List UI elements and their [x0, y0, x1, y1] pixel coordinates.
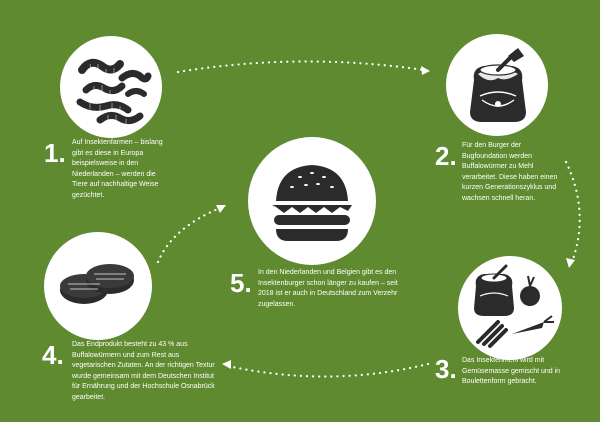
step-1-circle	[60, 36, 162, 138]
step-5-text: In den Niederlanden und Belgien gibt es …	[258, 269, 398, 308]
step-1-number: 1.	[44, 138, 66, 168]
step-3-circle	[458, 256, 562, 360]
step-5-circle	[248, 137, 376, 265]
flour-sack-icon	[470, 48, 526, 122]
step-1-text: Auf Insektenfarmen – bislang gibt es die…	[72, 139, 163, 199]
arrow-step4-to-step5	[156, 206, 222, 264]
flour-vegetables-icon	[474, 264, 554, 348]
patties-icon	[60, 264, 134, 304]
step-4-circle	[44, 232, 152, 340]
arrow-step3-to-step4	[226, 362, 430, 378]
step-2-text: Für den Burger der Bugfoundation werden …	[462, 142, 558, 202]
arrowhead-step5	[216, 205, 226, 213]
burger-icon	[272, 165, 352, 241]
mealworms-icon	[76, 58, 152, 125]
step-3-text: Das Insektenmehl wird mit Gemüsemasse ge…	[462, 357, 561, 385]
step-5-number: 5.	[230, 268, 252, 298]
arrowhead-step3	[566, 258, 575, 268]
step-3-number: 3.	[435, 354, 457, 384]
arrow-step2-to-step3	[564, 160, 581, 264]
arrowhead-step2	[421, 66, 430, 75]
step-2-number: 2.	[435, 141, 457, 171]
arrowhead-step4	[222, 360, 231, 369]
step-4-number: 4.	[42, 340, 64, 370]
step-2-circle	[446, 34, 548, 136]
step-4-text: Das Endprodukt besteht zu 43 % aus Buffa…	[72, 341, 215, 401]
arrow-step1-to-step2	[176, 60, 426, 74]
